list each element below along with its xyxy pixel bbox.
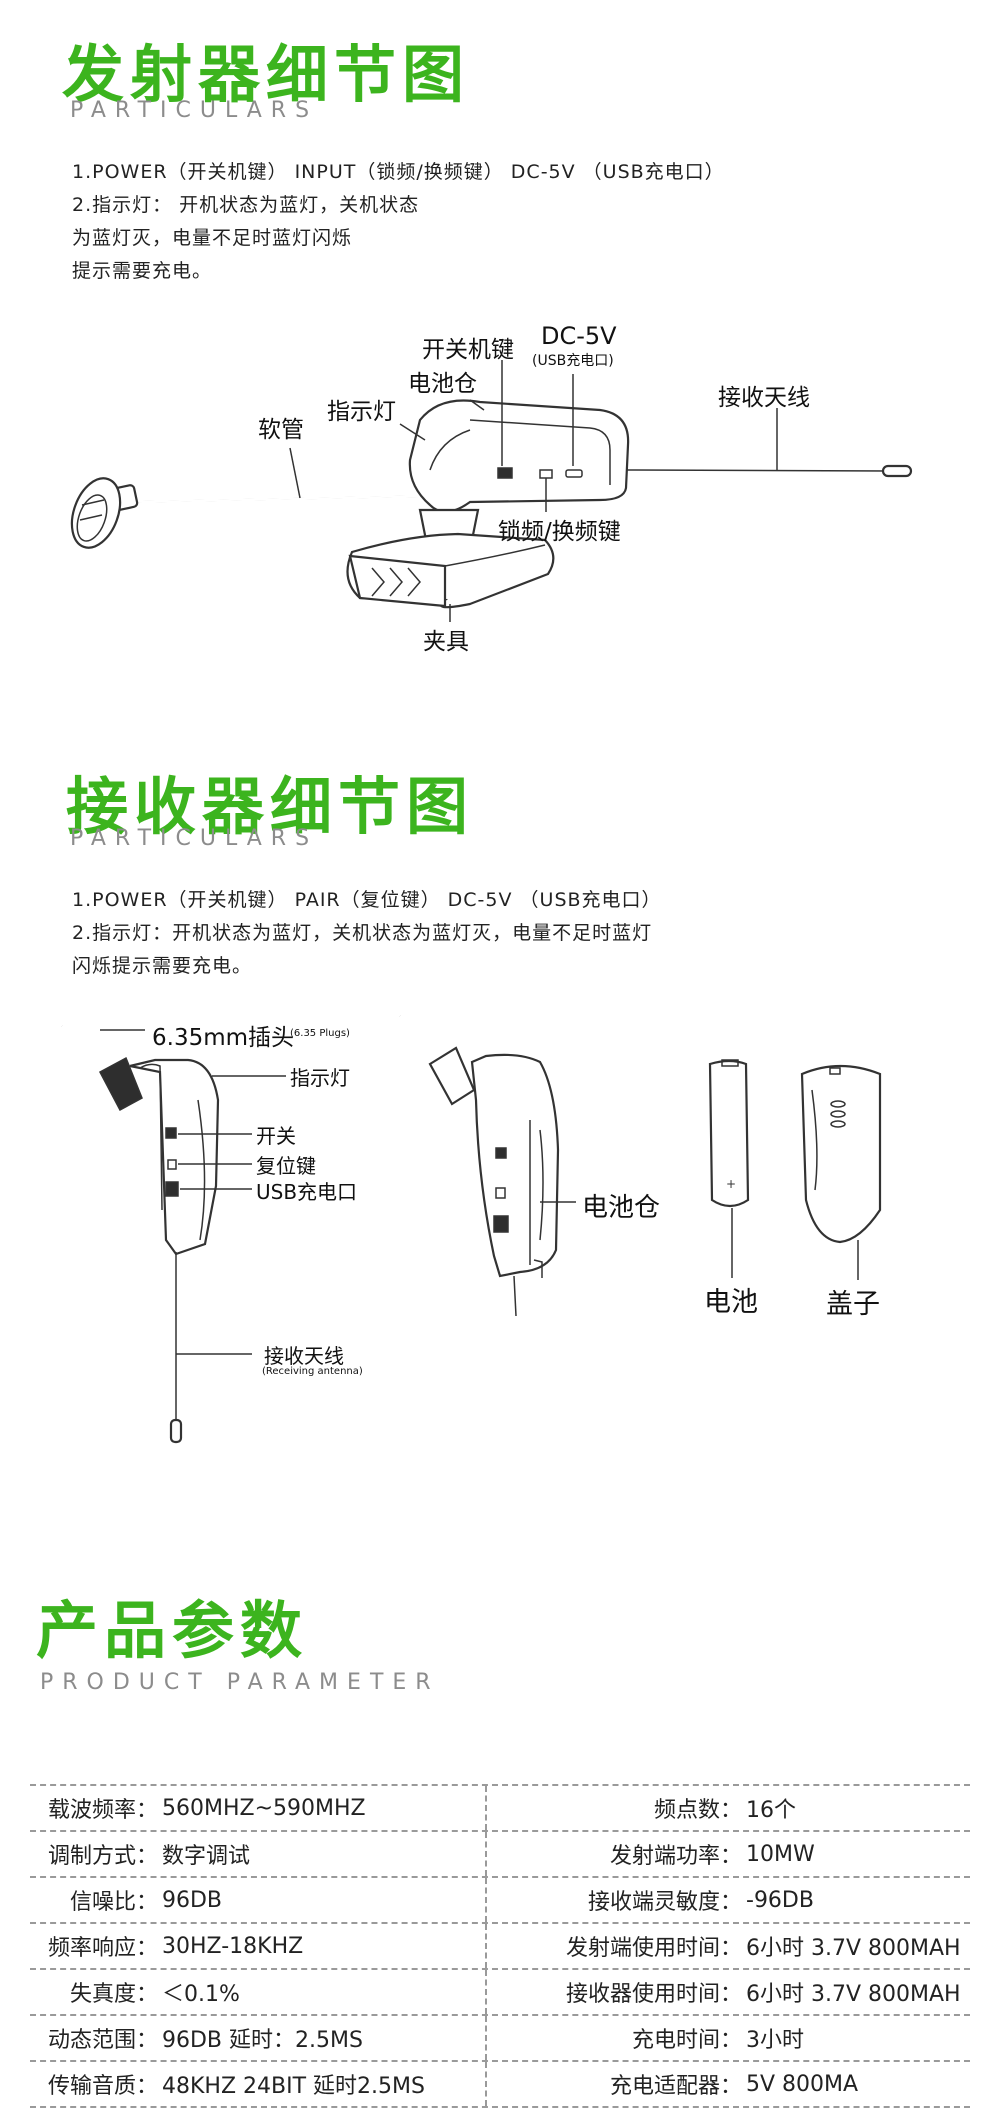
label-battery: 电池 [704,1287,758,1318]
table-row: 调制方式：数字调试 发射端功率：10MW [30,1832,970,1878]
transmitter-desc-line: 1.POWER（开关机键） INPUT（锁频/换频键） DC-5V （USB充电… [72,161,725,183]
label-battery: 电池仓 [408,371,477,397]
spec-value: 560MHZ~590MHZ [162,1795,366,1821]
spec-value: ＜0.1% [162,1982,240,2007]
table-row: 信噪比：96DB 接收端灵敏度：-96DB [30,1878,970,1924]
spec-value: 96DB [162,1887,223,1913]
spec-key: 发射端使用时间： [565,1936,742,1961]
label-reset: 复位键 [256,1154,316,1178]
label-usb: USB充电口 [256,1180,358,1204]
receiver-open-icon [398,1014,560,1317]
spec-key: 动态范围： [47,2028,158,2053]
spec-key: 频点数： [653,1798,742,1823]
spec-key: 传输音质： [47,2074,158,2099]
table-row: 传输音质：48KHZ 24BIT 延时2.5MS 充电适配器：5V 800MA [30,2062,970,2108]
svg-text:+: + [726,1177,736,1191]
table-row: 动态范围：96DB 延时：2.5MS 充电时间：3小时 [30,2016,970,2062]
spec-key: 失真度： [69,1982,158,2007]
params-title: 产品参数 [36,1594,309,1667]
spec-key: 载波频率： [47,1798,158,1823]
spec-key: 调制方式： [47,1844,158,1869]
table-row: 频率响应：30HZ-18KHZ 发射端使用时间：6小时 3.7V 800MAH [30,1924,970,1970]
params-subtitle: PRODUCT PARAMETER [40,1670,440,1695]
label-clip: 夹具 [423,629,469,655]
receiver-title: 接收器细节图 [66,770,475,843]
spec-value: 96DB 延时：2.5MS [162,2028,363,2053]
spec-value: 16个 [746,1798,796,1823]
battery-icon: + [708,1059,750,1208]
label-antenna: 接收天线 [718,385,810,411]
spec-table: 载波频率：560MHZ~590MHZ 频点数：16个 调制方式：数字调试 发射端… [30,1784,970,2108]
spec-key: 充电适配器： [609,2074,742,2099]
spec-value: 3小时 [746,2028,804,2053]
clip-icon [346,532,555,609]
transmitter-description: 1.POWER（开关机键） INPUT（锁频/换频键） DC-5V （USB充电… [72,156,725,288]
receiver-front-icon [60,1024,220,1444]
label-rx-antenna-sub: (Receiving antenna) [262,1366,363,1377]
transmitter-illustration [70,360,913,622]
antenna-line [619,469,891,472]
spec-value: 30HZ-18KHZ [162,1933,304,1959]
spec-value: 6小时 3.7V 800MAH [746,1982,961,2007]
power-switch-icon [497,467,513,479]
spec-value: 6小时 3.7V 800MAH [746,1936,961,1961]
label-lock-key: 锁频/换频键 [498,519,621,545]
battery-cover-icon [800,1064,882,1244]
label-switch: 开关 [256,1124,296,1148]
transmitter-title: 发射器细节图 [62,38,471,111]
table-row: 失真度：＜0.1% 接收器使用时间：6小时 3.7V 800MAH [30,1970,970,2016]
spec-key: 发射端功率： [609,1844,742,1869]
spec-value: 数字调试 [162,1844,251,1869]
transmitter-desc-line: 为蓝灯灭，电量不足时蓝灯闪烁 [72,227,353,249]
spec-value: -96DB [746,1887,814,1913]
spec-value: 10MW [746,1841,815,1867]
spec-key: 信噪比： [69,1890,158,1915]
label-power-key: 开关机键 [422,337,514,363]
table-row: 载波频率：560MHZ~590MHZ 频点数：16个 [30,1784,970,1832]
receiver-desc-line: 1.POWER（开关机键） PAIR（复位键） DC-5V （USB充电口） [72,889,662,911]
label-hose: 软管 [258,417,304,443]
transmitter-desc-line: 提示需要充电。 [72,260,213,282]
transmitter-desc-line: 2.指示灯： 开机状态为蓝灯，关机状态 [72,194,420,216]
usb-port-icon [565,469,583,478]
label-rx-antenna: 接收天线 [264,1344,344,1368]
spec-value: 5V 800MA [746,2071,859,2097]
label-dc-sub: (USB充电口) [532,353,614,369]
spec-value: 48KHZ 24BIT 延时2.5MS [162,2074,425,2099]
label-plug: 6.35mm插头 [152,1025,295,1051]
label-rx-indicator: 指示灯 [290,1066,350,1090]
label-dc: DC-5V [541,322,617,350]
label-indicator: 指示灯 [327,399,396,425]
label-plug-sub: (6.35 Plugs) [290,1028,350,1039]
spec-key: 接收器使用时间： [565,1982,742,2007]
receiver-desc-line: 2.指示灯：开机状态为蓝灯，关机状态为蓝灯灭，电量不足时蓝灯 [72,922,653,944]
receiver-desc-line: 闪烁提示需要充电。 [72,955,253,977]
spec-key: 充电时间： [631,2028,742,2053]
receiver-subtitle: PARTICULARS [70,826,319,851]
label-cover: 盖子 [826,1289,880,1320]
mic-head-icon [70,477,139,549]
receiver-description: 1.POWER（开关机键） PAIR（复位键） DC-5V （USB充电口） 2… [72,884,662,983]
transmitter-subtitle: PARTICULARS [70,98,319,123]
label-battery-bay: 电池仓 [582,1193,661,1223]
spec-key: 频率响应： [47,1936,158,1961]
spec-key: 接收端灵敏度： [587,1890,742,1915]
receiver-illustration: + [60,1014,882,1444]
